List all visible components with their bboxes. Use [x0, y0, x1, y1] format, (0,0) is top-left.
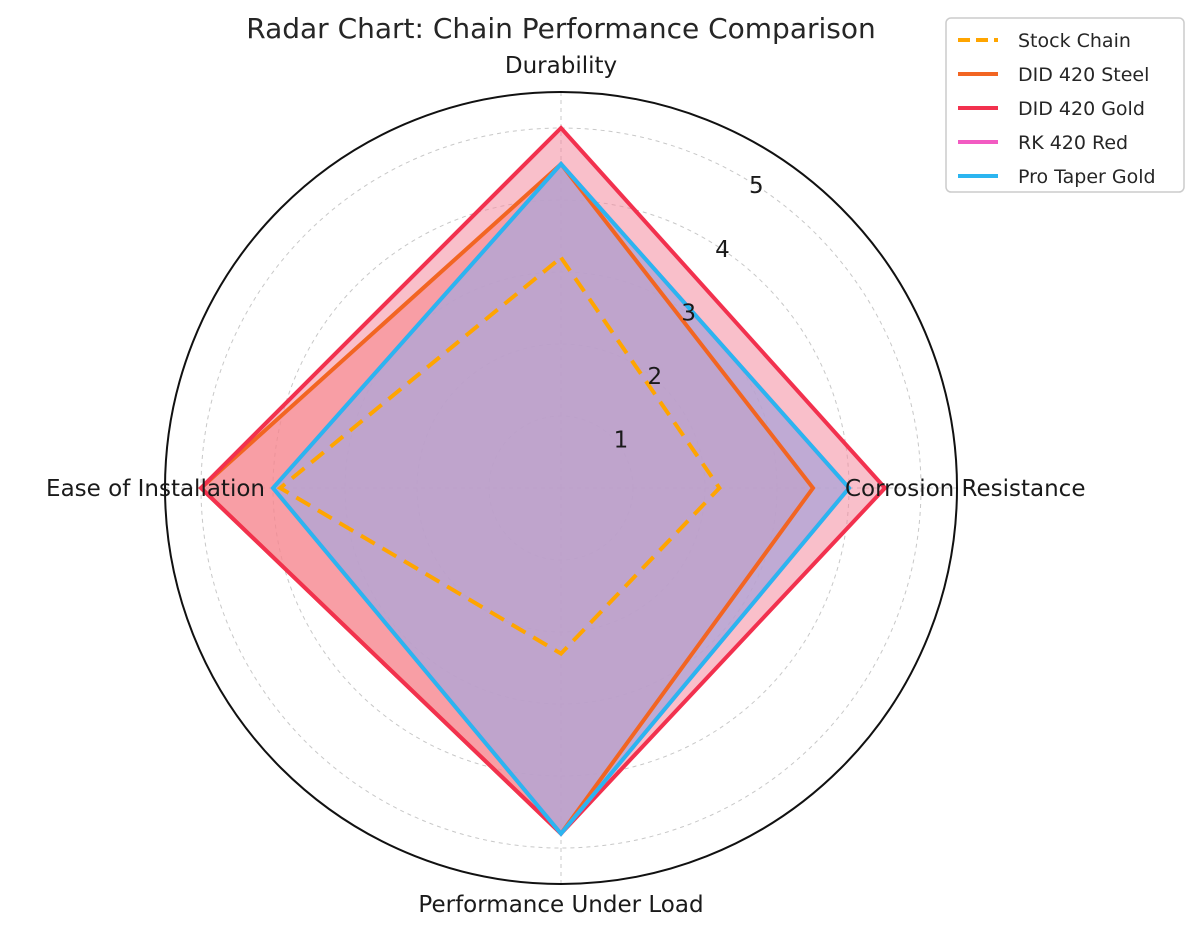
r-tick-label-3: 3 [681, 300, 696, 326]
legend-label-pro-taper-gold: Pro Taper Gold [1018, 166, 1156, 188]
legend-label-stock-chain: Stock Chain [1018, 30, 1131, 52]
radial-tick-labels: 1 2 3 4 5 [614, 173, 764, 453]
legend-label-rk-420-red: RK 420 Red [1018, 132, 1128, 154]
r-tick-label-1: 1 [614, 428, 629, 454]
r-tick-label-5: 5 [749, 173, 764, 199]
outer-frame [164, 91, 958, 885]
series-fills [201, 128, 885, 834]
series-line-pro-taper-gold [270, 160, 852, 837]
legend-box [945, 17, 1185, 193]
series-line-stock-chain [276, 254, 722, 657]
legend-label-did-420-gold: DID 420 Gold [1018, 98, 1145, 120]
legend-label-did-420-steel: DID 420 Steel [1018, 64, 1149, 86]
chart-title: Radar Chart: Chain Performance Compariso… [246, 12, 875, 45]
axis-label-performance-under-load: Performance Under Load [418, 892, 703, 918]
axis-label-corrosion-resistance: Corrosion Resistance [845, 476, 1085, 502]
axis-label-durability: Durability [505, 53, 617, 79]
axis-label-ease-of-installation: Ease of Installation [46, 476, 265, 502]
series-fill-pro-taper-gold [273, 164, 849, 834]
r-tick-label-4: 4 [715, 237, 730, 263]
r-tick-label-2: 2 [647, 364, 662, 390]
series-lines [198, 125, 888, 837]
